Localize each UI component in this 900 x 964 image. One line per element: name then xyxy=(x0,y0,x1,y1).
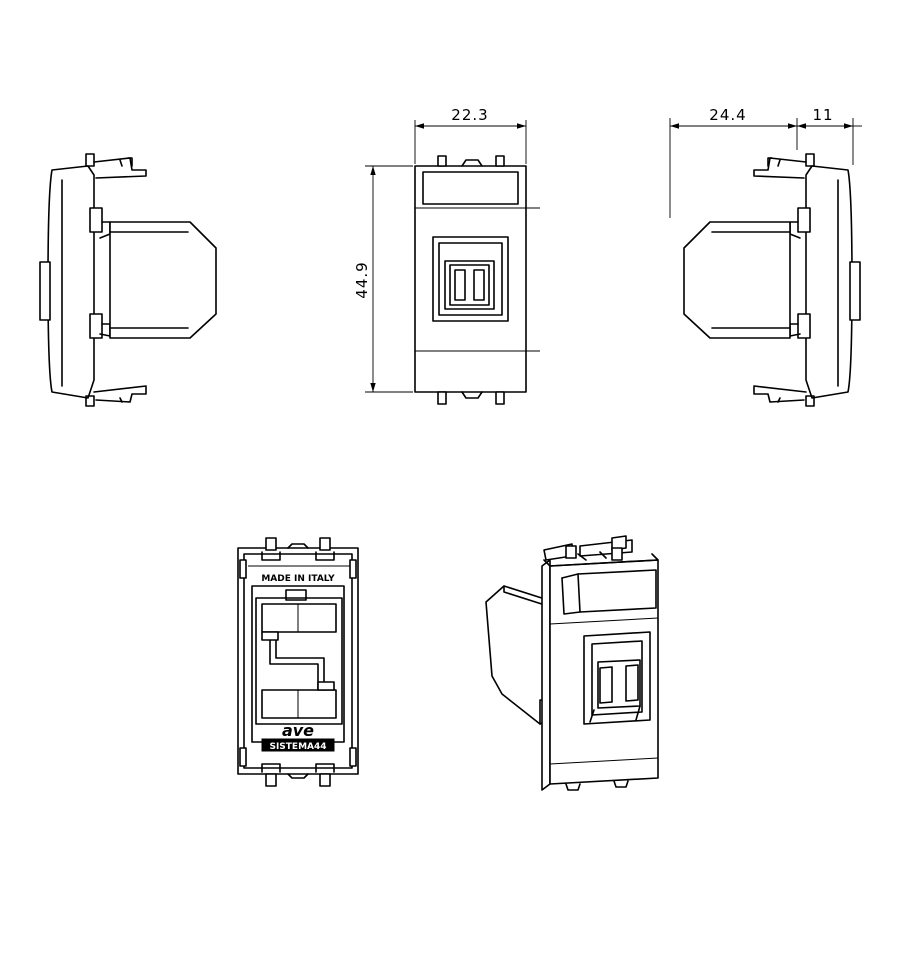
dimension-width-front: 22.3 xyxy=(414,106,527,164)
brand-logo-text: ave xyxy=(282,721,314,740)
made-in-italy-label: MADE IN ITALY xyxy=(261,574,335,584)
rear-view: MADE IN ITALY ave SISTEMA44 xyxy=(237,537,359,787)
side-view-right xyxy=(683,153,861,407)
series-label: SISTEMA44 xyxy=(269,742,326,752)
dim-width-front-label: 22.3 xyxy=(451,106,488,124)
dimension-depth: 24.4 11 xyxy=(669,106,862,218)
isometric-view xyxy=(485,535,659,791)
dim-depth-body-label: 24.4 xyxy=(709,106,746,124)
side-view-left xyxy=(39,153,217,407)
front-view xyxy=(414,155,540,405)
dim-depth-plate-label: 11 xyxy=(812,106,833,124)
dim-height-front-label: 44.9 xyxy=(353,261,371,298)
dimension-height-front: 44.9 xyxy=(353,165,413,393)
